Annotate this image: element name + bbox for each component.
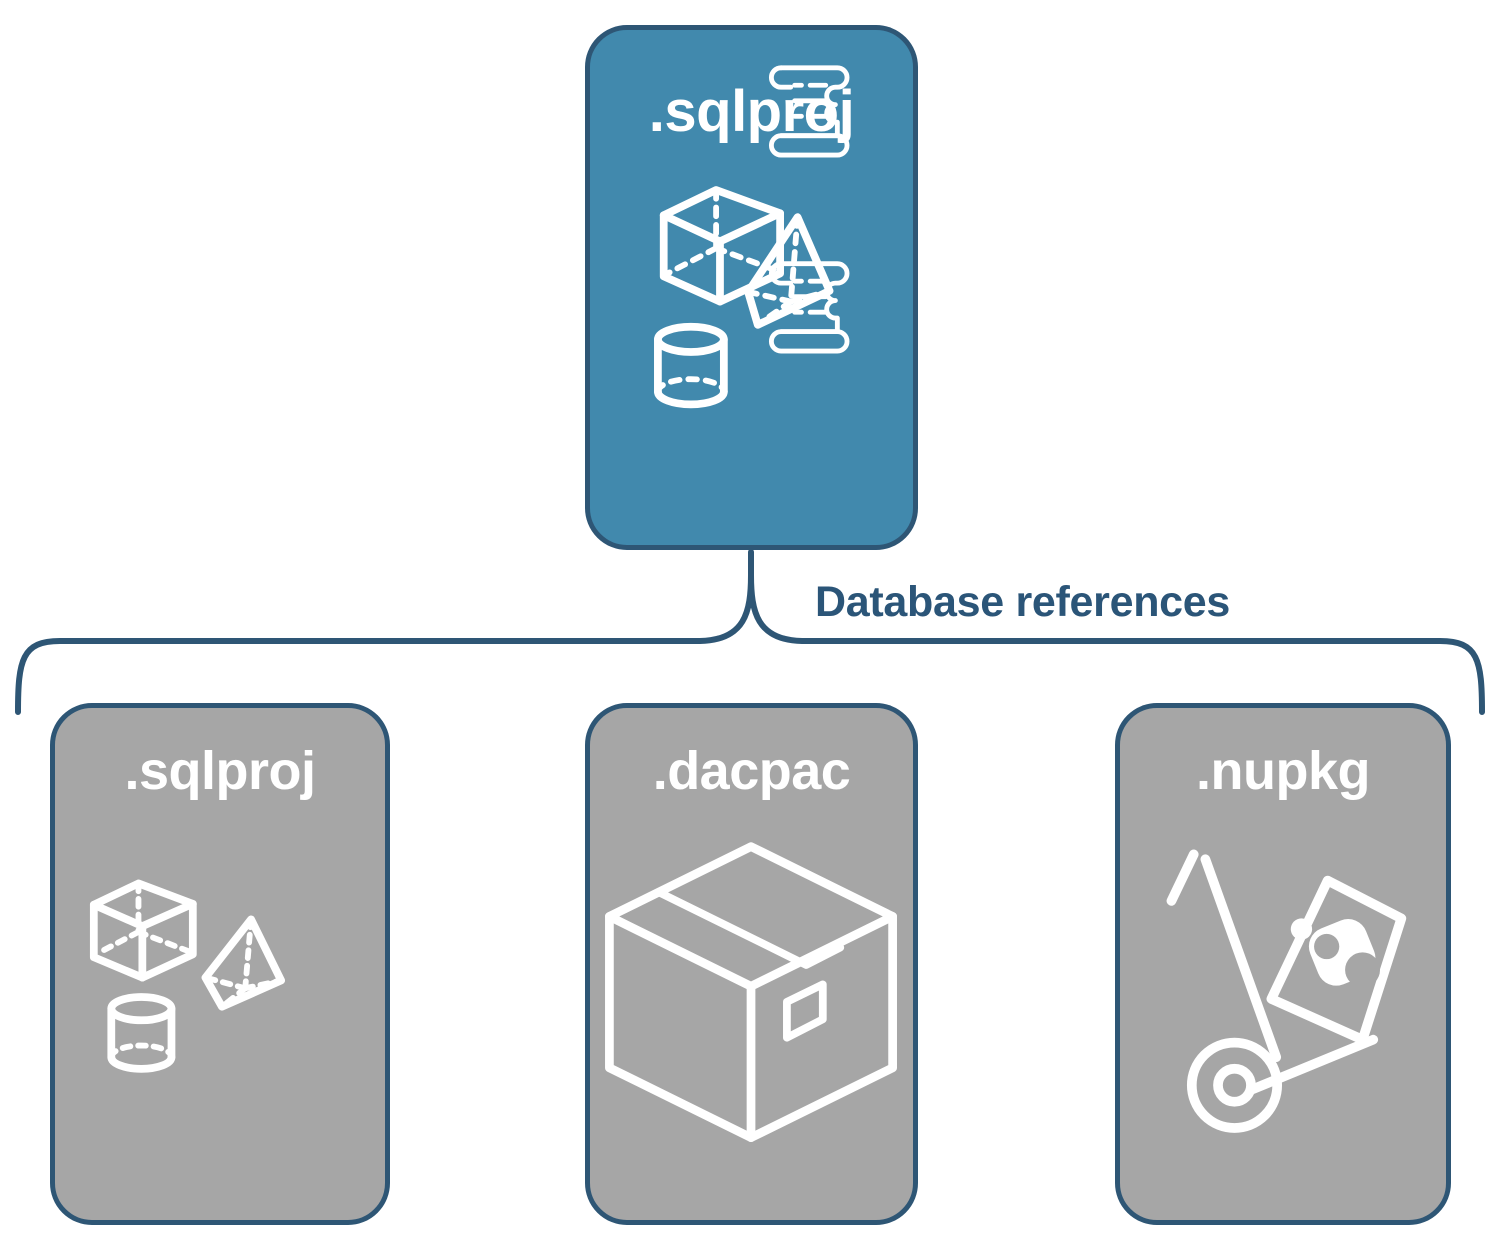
card-ref-dacpac[interactable]: .dacpac [585, 703, 918, 1225]
cube-icon [89, 879, 197, 982]
package-box-icon [605, 842, 897, 1142]
brace-label: Database references [815, 578, 1230, 626]
card-ref-nupkg-title: .nupkg [1196, 741, 1370, 801]
hand-truck-icon [1166, 849, 1379, 1133]
card-ref-sqlproj-title: .sqlproj [124, 741, 316, 801]
nuget-package-icon [1266, 875, 1407, 1045]
cylinder-icon [107, 993, 176, 1073]
card-ref-nupkg[interactable]: .nupkg [1115, 703, 1451, 1225]
brace-left-arm [15, 572, 754, 715]
card-ref-sqlproj[interactable]: .sqlproj [50, 703, 390, 1225]
brace-right-arm [748, 572, 1485, 715]
card-ref-dacpac-title: .dacpac [652, 741, 851, 801]
pyramid-icon [201, 915, 286, 1011]
